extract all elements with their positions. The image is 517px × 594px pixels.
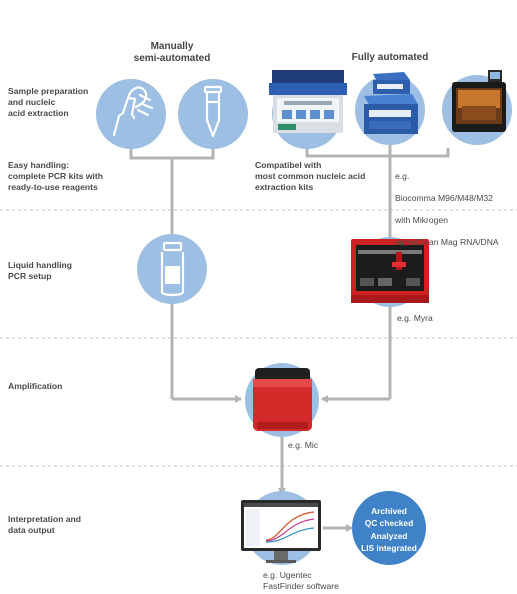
output-labels: Archived QC checked Analyzed LIS integra… [352, 505, 426, 555]
vial-circle [137, 234, 207, 304]
vial-icon [160, 241, 185, 297]
tube-icon [203, 85, 223, 138]
mic-circle [245, 363, 319, 437]
output-analyzed: Analyzed [370, 530, 408, 541]
stage-liquid-handling: Liquid handling PCR setup [8, 260, 72, 281]
biocomma-rest: Clean Mag RNA/DNA [416, 237, 499, 247]
pipette-icon [112, 86, 154, 137]
software-circle [241, 491, 321, 565]
stage-sample-prep: Sample preparation and nucleic acid extr… [8, 86, 89, 118]
pipette-circle [96, 79, 166, 149]
instrument-circle [442, 70, 512, 145]
extraction-robot-circle [269, 70, 347, 149]
tube-circle [178, 79, 248, 149]
kit-box-circle [355, 72, 425, 145]
output-circle [352, 491, 426, 565]
biocomma-line2: Biocomma M96/M48/M32 [395, 193, 493, 203]
stage-interpretation: Interpretation and data output [8, 514, 82, 535]
stage-amplification: Amplification [8, 381, 63, 391]
output-archived: Archived [371, 506, 407, 516]
output-qc-checked: QC checked [364, 518, 414, 529]
extraction-robot-icon [269, 70, 347, 133]
myra-robot-icon [351, 239, 429, 303]
myra-caption: e.g. Myra [397, 313, 433, 323]
myra-circle [351, 237, 429, 307]
monitor-icon [241, 500, 321, 563]
biocomma-alpha: alpha [395, 237, 417, 247]
kit-box-icon [364, 72, 418, 134]
mic-caption: e.g. Mic [288, 440, 319, 450]
output-lis-integrated: LIS integrated [361, 543, 417, 554]
section-dividers [0, 209, 517, 467]
mic-cycler-icon [253, 368, 312, 431]
easy-handling-note: Easy handling: complete PCR kits with re… [8, 160, 104, 192]
compatible-note: Compatibel with most common nucleic acid… [255, 160, 366, 192]
software-caption: e.g. Ugentec FastFinder software [263, 570, 339, 591]
header-manual: Manually semi-automated [133, 41, 211, 64]
biocomma-line1: e.g. [395, 171, 410, 181]
extraction-instrument-icon [452, 70, 506, 132]
biocomma-line3: with Mikrogen [395, 215, 449, 225]
biocomma-note: e.g. Biocomma M96/M48/M32 with Mikrogen … [395, 160, 499, 248]
header-automated: Fully automated [351, 52, 429, 63]
